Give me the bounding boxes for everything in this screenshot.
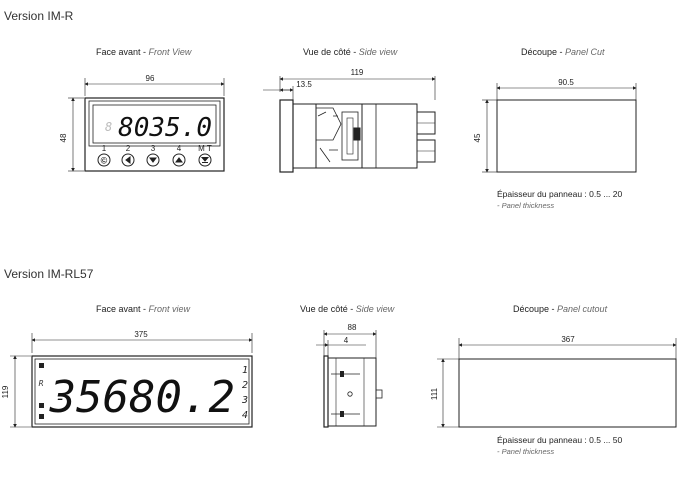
cut-view-1	[482, 83, 637, 173]
key-5-enter-button[interactable]	[198, 153, 212, 167]
side-view-title-2-fr: Vue de côté	[300, 304, 348, 314]
panel-cut-rect-2	[458, 358, 677, 428]
cut-view-title-2: Découpe - Panel cutout	[513, 304, 608, 314]
side2-clip-bottom	[340, 411, 344, 417]
key-label-1: 1	[102, 144, 107, 153]
cut-view-title-2-fr: Découpe	[513, 304, 550, 314]
side-view-title: Vue de côté - Side view	[303, 47, 398, 57]
key-label-mt: M T	[198, 144, 212, 153]
key-label-4: 4	[177, 144, 182, 153]
arrow-left-icon	[125, 156, 131, 164]
section-title-im-r: Version IM-R	[4, 9, 74, 23]
front-view-title-2-fr: Face avant	[96, 304, 141, 314]
side-view-title-2-en: Side view	[355, 304, 395, 314]
cut2-width-label: 367	[561, 335, 575, 344]
side-view-title-fr: Vue de côté	[303, 47, 351, 57]
cut-view-title-en: Panel Cut	[565, 47, 605, 57]
indicator-led-top	[39, 363, 44, 368]
side2-bezel	[323, 355, 329, 428]
front-width-label: 96	[146, 74, 155, 83]
side-view-1	[263, 76, 436, 173]
key-label-3: 3	[151, 144, 156, 153]
display-value-2: 35680.2	[49, 372, 235, 423]
side-view-title-2: Vue de côté - Side view	[300, 304, 395, 314]
cut-view-title-fr: Découpe	[521, 47, 558, 57]
side2-clip-top	[340, 371, 344, 377]
arrow-down-icon	[149, 157, 157, 163]
side-depth-label: 119	[351, 68, 364, 77]
key-4-up-button[interactable]	[172, 153, 186, 167]
side-view-title-en: Side view	[358, 47, 398, 57]
enter-icon	[200, 157, 210, 162]
front-view-2	[10, 333, 253, 428]
ghost-digit: 8	[105, 120, 112, 134]
front-view-title-fr: Face avant	[96, 47, 141, 57]
front2-width-label: 375	[134, 330, 148, 339]
indicator-led-mid	[39, 403, 44, 408]
arrow-up-icon	[175, 157, 183, 163]
cut-view-title-2-en: Panel cutout	[557, 304, 608, 314]
panel-thickness-note-en: - Panel thickness	[497, 201, 555, 210]
display-value: 8035.0	[118, 113, 212, 143]
key-3-down-button[interactable]	[146, 153, 160, 167]
section-title-im-rl57: Version IM-RL57	[4, 267, 94, 281]
cut-view-title: Découpe - Panel Cut	[521, 47, 605, 57]
key-label-2: 2	[126, 144, 131, 153]
cut-height-label: 45	[473, 133, 482, 142]
side-bezel	[279, 99, 294, 173]
cut-view-2	[437, 338, 677, 428]
cut2-height-label: 111	[430, 387, 439, 400]
front2-bezel	[31, 355, 253, 428]
front-view-1	[68, 78, 225, 172]
r-indicator: R	[39, 379, 44, 388]
side2-housing	[327, 357, 377, 427]
indicator-led-bottom	[39, 414, 44, 419]
c-icon: ©	[101, 156, 108, 166]
display-window	[92, 104, 217, 144]
key-1-c-button[interactable]: ©	[97, 153, 111, 167]
side-view-2	[316, 330, 383, 428]
side-digit-2: 2	[242, 380, 248, 391]
panel-thickness-note-2-en: - Panel thickness	[497, 447, 555, 456]
side2-depth-label: 88	[348, 323, 357, 332]
minus-sign: -	[55, 388, 66, 409]
front-view-title-2: Face avant - Front view	[96, 304, 191, 314]
side-digit-1: 1	[242, 365, 248, 376]
cut-width-label: 90.5	[558, 78, 574, 87]
panel-cut-rect	[496, 99, 637, 173]
front-view-title-en: Front View	[148, 47, 192, 57]
side2-bezel-label: 4	[344, 336, 349, 345]
side-digit-3: 3	[241, 395, 248, 406]
side-digit-4: 4	[242, 410, 248, 421]
front2-display-window	[34, 358, 250, 425]
front-bezel	[84, 97, 225, 172]
front-height-label: 48	[59, 133, 68, 142]
panel-thickness-note: Épaisseur du panneau : 0.5 ... 20	[497, 189, 623, 199]
front-view-title: Face avant - Front View	[96, 47, 192, 57]
key-2-left-button[interactable]	[121, 153, 135, 167]
front2-height-label: 119	[1, 385, 10, 398]
panel-thickness-note-2: Épaisseur du panneau : 0.5 ... 50	[497, 435, 623, 445]
side-bezel-label: 13.5	[296, 80, 312, 89]
front-view-title-2-en: Front view	[148, 304, 191, 314]
